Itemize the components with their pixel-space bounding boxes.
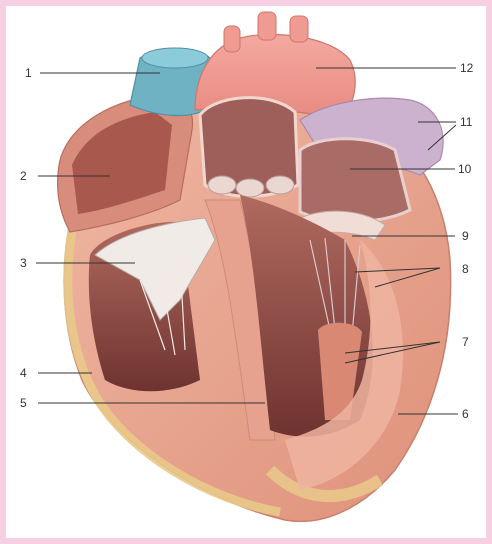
aortic-valve-cusps [208,176,294,197]
label-12: 12 [460,61,474,75]
label-6: 6 [462,407,469,421]
label-10: 10 [458,162,472,176]
label-4: 4 [20,366,27,380]
vena-cava-opening [142,48,208,68]
left-atrium [300,139,410,222]
aortic-branch-3 [290,16,308,42]
label-8: 8 [462,262,469,276]
label-11: 11 [460,115,473,129]
label-1: 1 [25,66,32,80]
label-5: 5 [20,396,27,410]
label-2: 2 [20,169,27,183]
aortic-branch-2 [258,12,276,40]
label-3: 3 [20,256,27,270]
label-9: 9 [462,229,469,243]
aortic-branch-1 [224,26,240,52]
label-7: 7 [462,335,469,349]
